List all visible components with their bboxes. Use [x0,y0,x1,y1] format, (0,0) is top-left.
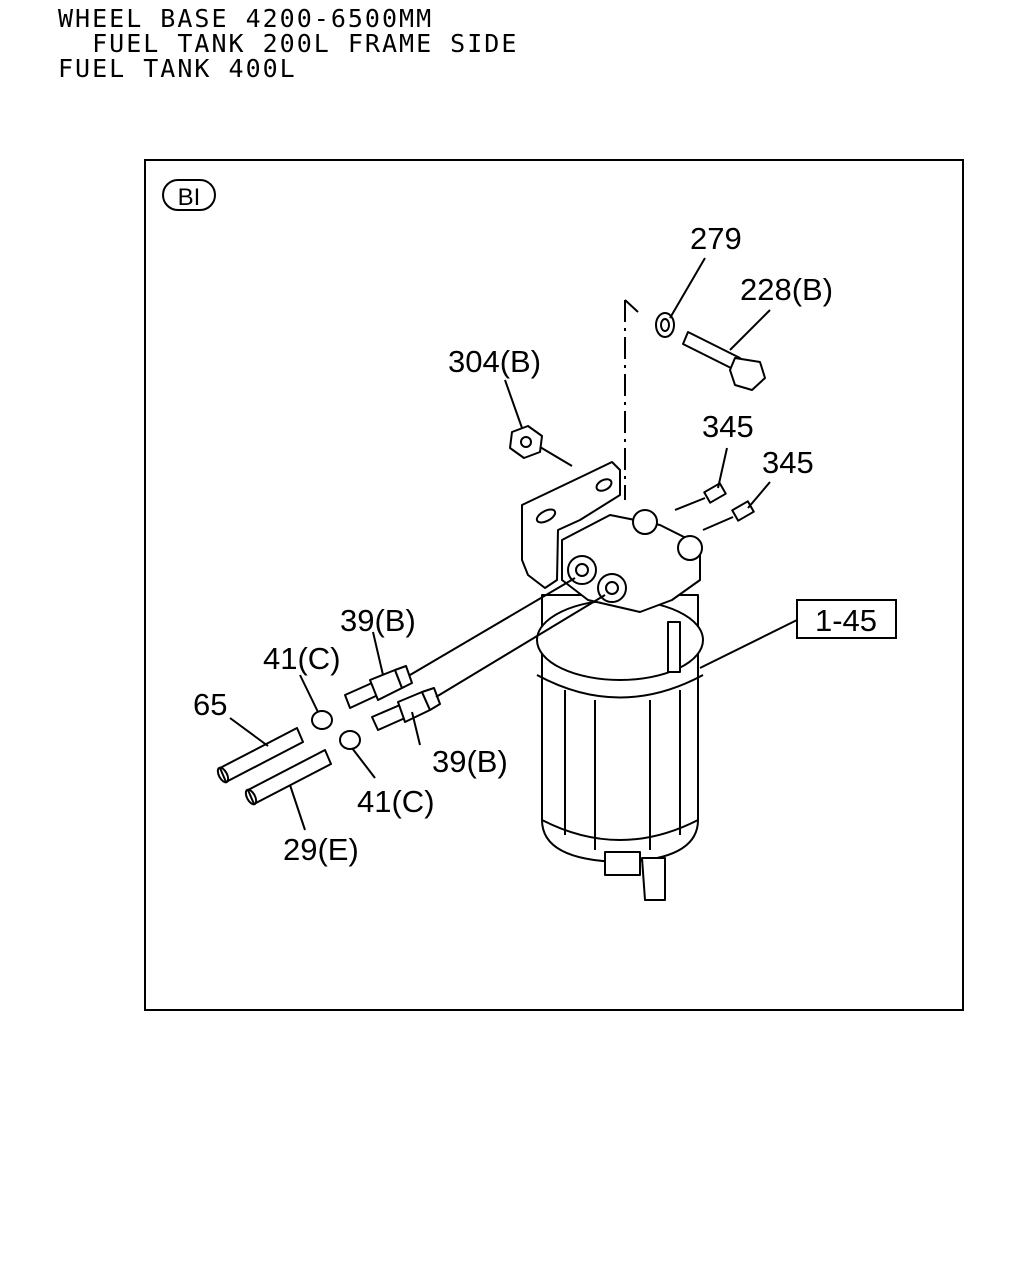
callout-279: 279 [690,221,742,256]
bolt-228b [682,331,766,391]
title-line-2: FUEL TANK 200L FRAME SIDE [58,29,519,58]
hose-29e [244,749,332,806]
plug-345-upper [703,482,727,504]
assembly-centerline [624,299,639,500]
title-line-3: FUEL TANK 400L [58,54,297,83]
callout-345-upper: 345 [702,409,754,444]
fitting-39b-lower [371,687,441,731]
callout-39b-upper: 39(B) [340,603,416,638]
diagram-frame [144,159,964,1011]
callout-304b: 304(B) [448,344,541,379]
callout-345-lower: 345 [762,445,814,480]
callout-65: 65 [193,687,227,722]
title-line-1: WHEEL BASE 4200-6500MM [58,4,434,33]
hose-65 [216,727,304,784]
clip-41c-upper [311,710,333,730]
nut-304b [509,425,543,459]
view-badge: BI [162,179,216,211]
callout-1-45-box: 1-45 [796,599,897,639]
fitting-39b-upper [344,665,413,709]
callout-39b-lower: 39(B) [432,744,508,779]
callout-1-45: 1-45 [815,603,877,638]
clip-41c-lower [339,730,361,750]
callout-29e: 29(E) [283,832,359,867]
fuel-filter-assembly [536,509,704,901]
leader-lines [229,257,798,831]
callout-41c-lower: 41(C) [357,784,435,819]
view-badge-label: BI [178,184,201,211]
callout-41c-upper: 41(C) [263,641,341,676]
filter-bracket [521,461,621,589]
drawing-title: WHEEL BASE 4200-6500MM FUEL TANK 200L FR… [58,6,518,81]
washer-279 [655,312,675,338]
callout-228b: 228(B) [740,272,833,307]
